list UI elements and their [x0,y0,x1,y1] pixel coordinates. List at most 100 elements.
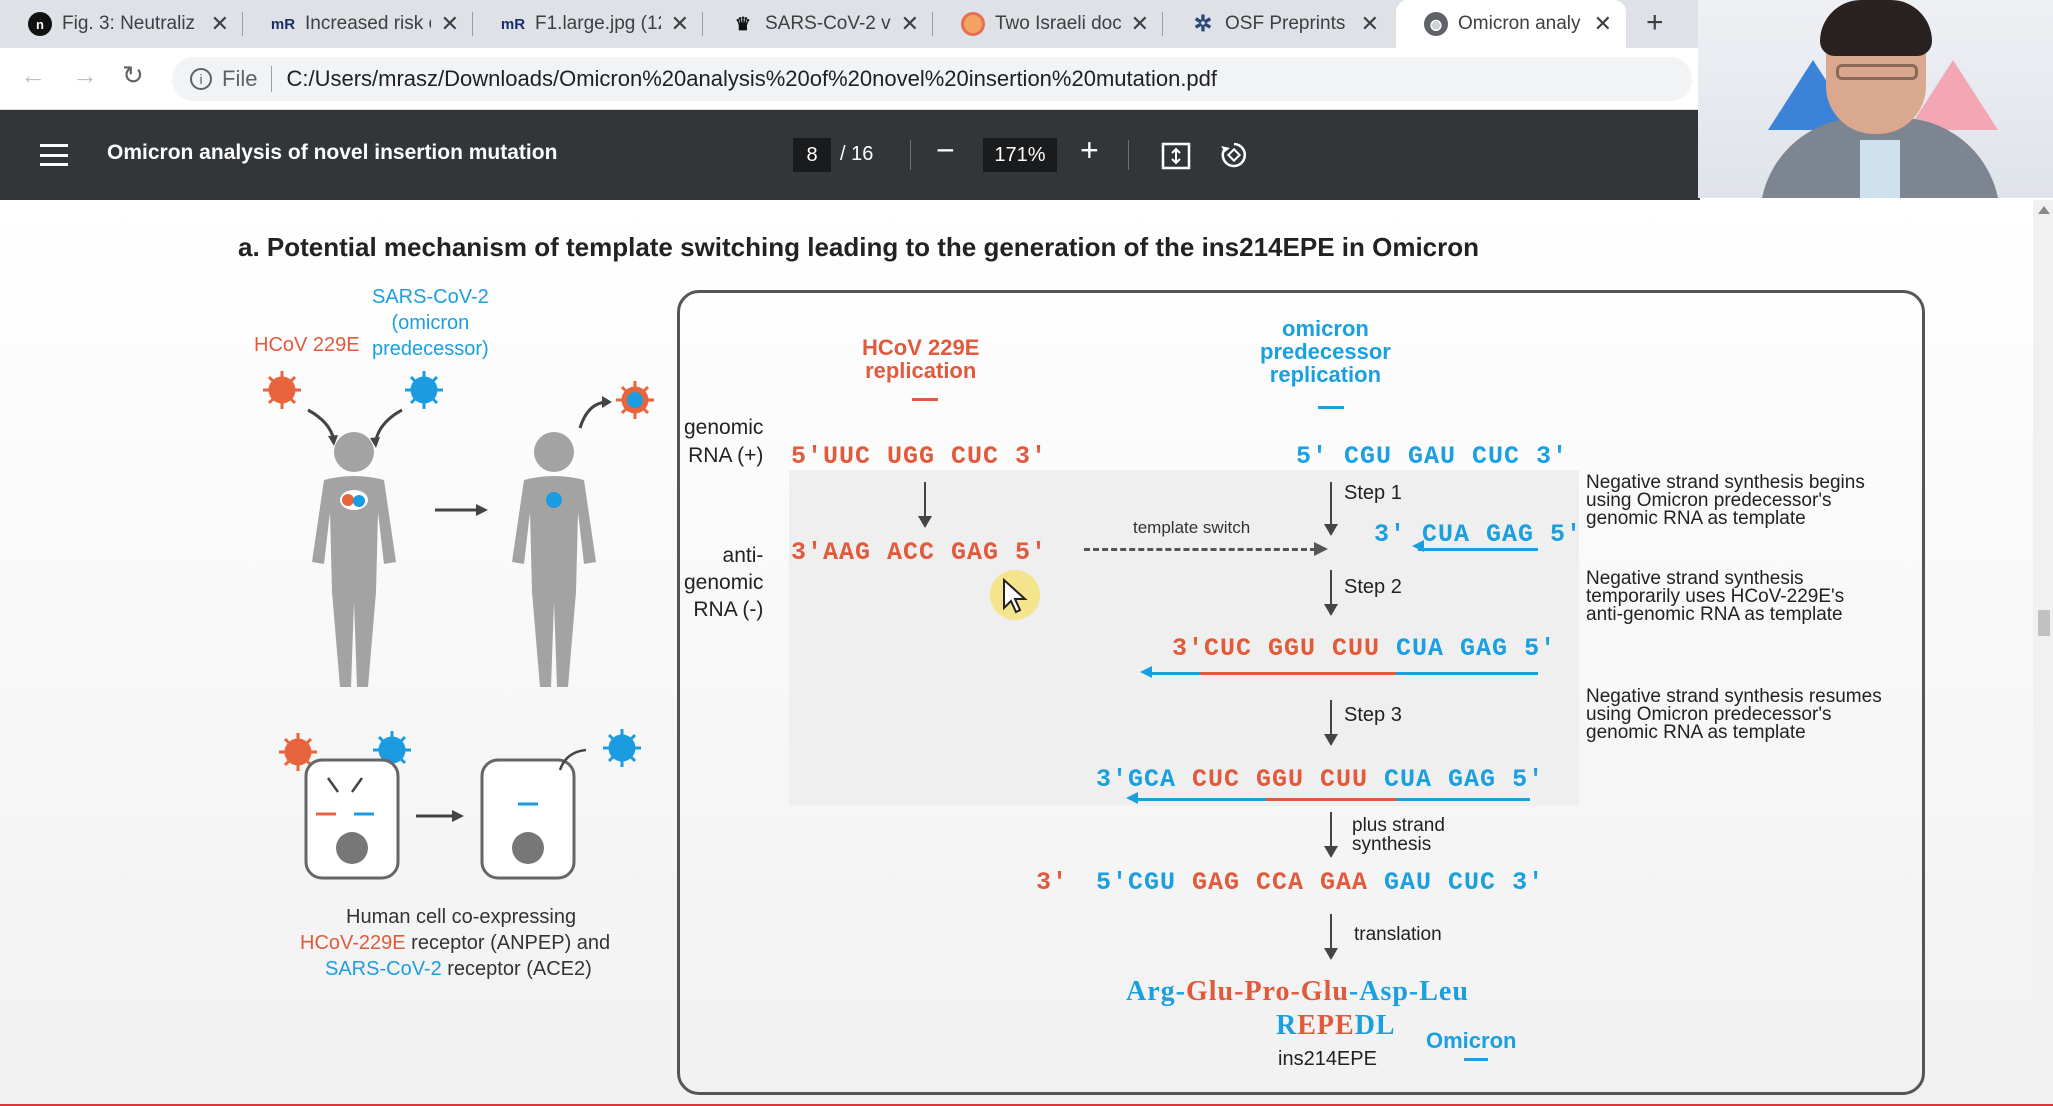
zoom-level-input[interactable]: 171% [983,138,1057,172]
close-tab-icon[interactable]: ✕ [1130,11,1149,36]
repedl-b: EPE [1297,1010,1355,1041]
pdf-toolbar: Omicron analysis of novel insertion muta… [0,110,1700,200]
tab-title: Increased risk o [305,13,431,34]
note-step-3: Negative strand synthesis resumes using … [1586,686,1882,743]
new-tab-icon[interactable]: + [1646,6,1664,39]
hcov-antigenomic-seq: 3′AAG ACC GAG 5′ [791,538,1048,567]
translation-label: translation [1354,924,1442,945]
url-text[interactable]: C:/Users/mrasz/Downloads/Omicron%20analy… [286,66,1218,91]
tab-increased-risk[interactable]: mR Increased risk o ✕ [243,0,473,48]
zoom-in-icon[interactable]: + [1080,132,1099,168]
orange-circle-icon [961,12,985,36]
plus-strand-label: plus strand synthesis [1352,815,1445,855]
close-tab-icon[interactable]: ✕ [1360,11,1379,36]
final-3-prime: 3′ [1036,868,1069,897]
mechanism-diagram [677,290,1925,1095]
ins214epe-label: ins214EPE [1278,1048,1377,1070]
caption-sars: SARS-CoV-2 [325,958,442,980]
close-tab-icon[interactable]: ✕ [210,11,229,36]
page-number-input[interactable]: 8 [793,138,831,172]
antigenomic-rna-label: anti- genomic RNA (-) [684,544,764,621]
cell-infection-illustration [261,369,656,880]
tab-title: F1.large.jpg (12 [535,13,661,34]
hcov-label: HCoV 229E [254,334,360,356]
info-icon[interactable]: i [190,68,212,90]
sars-cov-2-label: SARS-CoV-2 (omicron predecessor) [372,286,489,360]
tab-osf-preprints[interactable]: ✲ OSF Preprints | ✕ [1163,0,1393,48]
omicron-label: Omicron [1426,1028,1517,1053]
forward-arrow-icon[interactable]: → [72,60,98,90]
tab-strip: n Fig. 3: Neutraliz ✕ mR Increased risk … [0,0,1698,48]
template-switch-arrow [1084,548,1316,551]
final-seq-blue-c: GAU CUC 3′ [1384,868,1545,897]
figure-heading: a. Potential mechanism of template switc… [238,232,1480,262]
close-tab-icon[interactable]: ✕ [440,11,459,36]
tab-title: Fig. 3: Neutraliz [62,13,196,34]
menu-icon[interactable] [40,144,68,166]
rotate-icon[interactable] [1219,140,1249,170]
mr-favicon-icon: mR [500,15,526,33]
protein-seq-c: -Asp-Leu [1348,976,1469,1007]
step-3-seq-blue-a: 3′GCA [1096,765,1193,794]
caption-line-2: HCoV-229E receptor (ANPEP) and [300,932,610,955]
nature-favicon-icon: n [28,12,52,36]
hcov-genomic-seq: 5′UUC UGG CUC 3′ [791,442,1048,471]
final-seq-red: GAG CCA GAA [1192,868,1385,897]
globe-icon: ◍ [1424,12,1448,36]
tab-title: Omicron analy [1458,13,1581,34]
step-2-seq-red: 3′CUC GGU CUU [1172,634,1397,663]
crown-icon: ♛ [734,13,752,34]
protein-seq: Arg-Glu-Pro-Glu-Asp-Leu [1126,976,1469,1008]
webcam-overlay [1698,0,2053,198]
tab-fig3[interactable]: n Fig. 3: Neutraliz ✕ [0,0,243,48]
template-switch-label: template switch [1133,518,1251,537]
genomic-rna-label: genomic RNA (+) [684,416,764,467]
omicron-replication-title: omicron predecessor replication [1260,316,1391,387]
step-3-seq-blue-c: CUA GAG 5′ [1384,765,1545,794]
close-tab-icon[interactable]: ✕ [670,11,689,36]
repedl-seq: REPEDL [1276,1010,1396,1042]
osf-icon: ✲ [1193,11,1213,36]
hcov-replication-title: HCoV 229E replication [862,335,980,383]
final-seq-blue-a: 5′CGU [1096,868,1193,897]
tab-sars-cov-2[interactable]: ♛ SARS-CoV-2 va ✕ [703,0,933,48]
step-2-seq: 3′CUC GGU CUU CUA GAG 5′ [1172,634,1556,663]
tab-omicron-analysis[interactable]: ◍ Omicron analy ✕ [1396,0,1626,48]
caption-line-2-rest: receptor (ANPEP) and [405,932,611,954]
step-3-seq: 3′GCA CUC GGU CUU CUA GAG 5′ [1096,765,1544,794]
caption-line-3-rest: receptor (ACE2) [441,958,592,980]
step-3-label: Step 3 [1344,704,1402,726]
scrollbar[interactable] [2033,200,2053,1106]
zoom-out-icon[interactable]: − [936,132,955,168]
step-1-seq: 3′ CUA GAG 5′ [1374,520,1583,549]
final-plus-seq: 5′CGU GAG CCA GAA GAU CUC 3′ [1096,868,1544,897]
tab-two-israeli[interactable]: Two Israeli doc ✕ [933,0,1163,48]
protein-seq-b: Glu-Pro-Glu [1185,976,1349,1007]
pdf-title: Omicron analysis of novel insertion muta… [107,141,558,164]
tab-title: OSF Preprints | [1225,13,1351,34]
step-2-label: Step 2 [1344,576,1402,598]
tab-f1-large[interactable]: mR F1.large.jpg (12 ✕ [473,0,703,48]
page-total: / 16 [840,143,874,165]
fit-page-icon[interactable] [1161,142,1191,170]
mouse-pointer-icon [1003,578,1028,614]
close-tab-icon[interactable]: ✕ [1593,11,1612,36]
step-1-label: Step 1 [1344,482,1402,504]
tab-title: SARS-CoV-2 va [765,13,891,34]
caption-hcov: HCoV-229E [300,932,406,954]
mr-favicon-icon: mR [270,15,296,33]
note-step-1: Negative strand synthesis begins using O… [1586,472,1865,529]
file-scheme-label: File [222,66,258,91]
back-arrow-icon[interactable]: ← [20,60,46,90]
caption-line-1: Human cell co-expressing [346,906,577,928]
repedl-a: R [1276,1010,1298,1041]
step-2-seq-blue: CUA GAG 5′ [1396,634,1557,663]
close-tab-icon[interactable]: ✕ [900,11,919,36]
tab-title: Two Israeli doc [995,13,1121,34]
caption-line-3: SARS-CoV-2 receptor (ACE2) [325,958,592,981]
url-bar[interactable]: i File C:/Users/mrasz/Downloads/Omicron%… [172,57,1692,101]
step-3-seq-red: CUC GGU CUU [1192,765,1385,794]
reload-icon[interactable]: ↻ [122,60,144,90]
address-bar-row: ← → ↻ i File C:/Users/mrasz/Downloads/Om… [0,48,1698,110]
repedl-c: DL [1354,1010,1396,1041]
